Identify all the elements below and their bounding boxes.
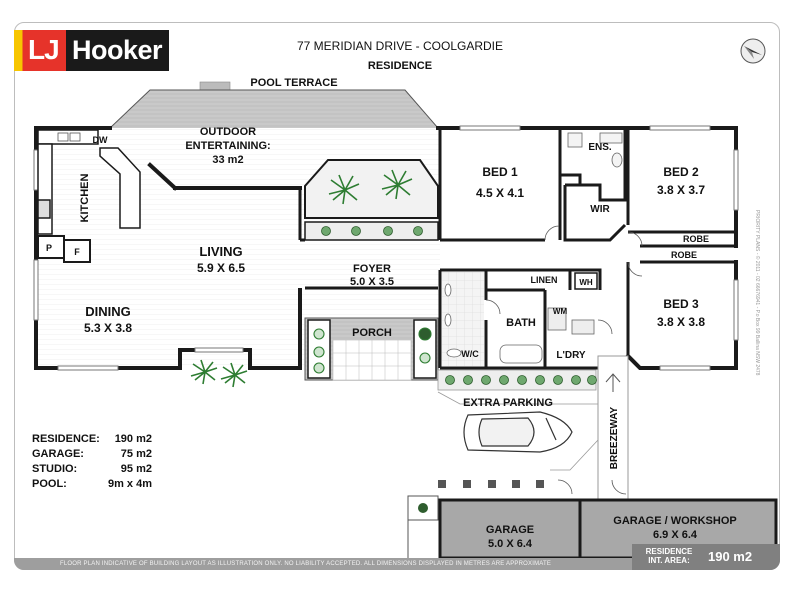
label-garage: GARAGE <box>486 524 534 536</box>
footer-disclaimer: FLOOR PLAN INDICATIVE OF BUILDING LAYOUT… <box>60 561 552 567</box>
label-bed3: BED 3 <box>663 297 699 311</box>
label-bed1-dim: 4.5 X 4.1 <box>476 186 524 200</box>
label-dining: DINING <box>85 304 131 319</box>
label-wm: WM <box>553 307 568 316</box>
stat-row: GARAGE:75 m2 <box>32 448 152 460</box>
label-ens: ENS. <box>588 142 612 153</box>
label-outdoor-1: OUTDOOR <box>200 126 256 138</box>
label-linen: LINEN <box>531 275 558 285</box>
label-dining-dim: 5.3 X 3.8 <box>84 321 132 335</box>
label-fridge: F <box>74 247 80 257</box>
label-bed3-dim: 3.8 X 3.8 <box>657 315 705 329</box>
front-hedge <box>445 375 597 385</box>
footer-bar <box>14 558 780 570</box>
label-foyer: FOYER <box>353 263 391 275</box>
stat-row: POOL:9m x 4m <box>32 478 152 490</box>
label-pool-terrace: POOL TERRACE <box>250 77 337 89</box>
stat-row: STUDIO:95 m2 <box>32 463 152 475</box>
ensuite-fixtures <box>567 132 623 168</box>
label-bed2: BED 2 <box>663 165 699 179</box>
planter-box <box>304 221 439 241</box>
page-subtitle: RESIDENCE <box>367 60 433 72</box>
logo-mark: LJ <box>14 30 66 71</box>
label-porch: PORCH <box>352 327 392 339</box>
label-bed2-dim: 3.8 X 3.7 <box>657 183 705 197</box>
kitchen-bench <box>37 129 141 235</box>
label-wc: W/C <box>461 349 479 359</box>
label-living-dim: 5.9 X 6.5 <box>197 261 245 275</box>
pantry-fridge <box>37 235 91 263</box>
label-dw: DW <box>93 135 108 145</box>
label-bed1: BED 1 <box>482 165 518 179</box>
label-outdoor-3: 33 m2 <box>212 154 243 166</box>
label-robe2: ROBE <box>671 250 697 260</box>
porch-planters <box>307 319 437 379</box>
label-living: LIVING <box>199 244 242 259</box>
door-swings <box>485 225 643 495</box>
courtyard-garden <box>304 159 439 219</box>
paver-grid <box>333 340 411 380</box>
label-wh: WH <box>579 278 593 287</box>
shrub-row <box>321 226 423 236</box>
kitchen-sink-icon <box>57 132 81 142</box>
page-title: 77 MERIDIAN DRIVE - COOLGARDIE <box>296 39 504 53</box>
label-ldry: L'DRY <box>556 350 586 361</box>
label-foyer-dim: 5.0 X 3.5 <box>350 276 394 288</box>
label-bath: BATH <box>506 317 536 329</box>
label-breezeway: BREEZEWAY <box>609 406 620 469</box>
pool-terrace-strip <box>199 81 231 91</box>
label-wir: WIR <box>590 204 610 215</box>
label-kitchen: KITCHEN <box>79 174 91 223</box>
area-stats: RESIDENCE:190 m2 GARAGE:75 m2 STUDIO:95 … <box>32 432 152 492</box>
plan-credit: PRIORITY PLANS - © 2011 - 02 66676941 - … <box>754 210 760 376</box>
palm-plant-icon <box>328 169 413 205</box>
front-palm-icon <box>190 359 248 388</box>
car-icon <box>463 411 573 453</box>
label-outdoor-2: ENTERTAINING: <box>185 140 270 152</box>
driveway-bollards <box>438 480 544 488</box>
label-extra-parking: EXTRA PARKING <box>463 397 553 409</box>
label-pantry: P <box>46 243 52 253</box>
logo-initials: LJ <box>28 34 60 65</box>
label-robe1: ROBE <box>683 234 709 244</box>
windows <box>33 125 739 371</box>
bath-fixtures <box>444 283 595 364</box>
wh-box <box>574 272 598 290</box>
interior-walls <box>298 128 736 370</box>
stat-row: RESIDENCE:190 m2 <box>32 433 152 445</box>
label-workshop: GARAGE / WORKSHOP <box>613 515 736 527</box>
label-workshop-dim: 6.9 X 6.4 <box>653 529 698 541</box>
brand-logo: LJ Hooker <box>14 30 169 71</box>
breezeway-edge <box>550 439 599 471</box>
label-garage-dim: 5.0 X 6.4 <box>488 538 533 550</box>
path-curve <box>437 391 600 405</box>
north-arrow-icon <box>740 38 766 64</box>
logo-word: Hooker <box>66 30 169 71</box>
area-summary-value: 190 m2 <box>708 549 753 564</box>
